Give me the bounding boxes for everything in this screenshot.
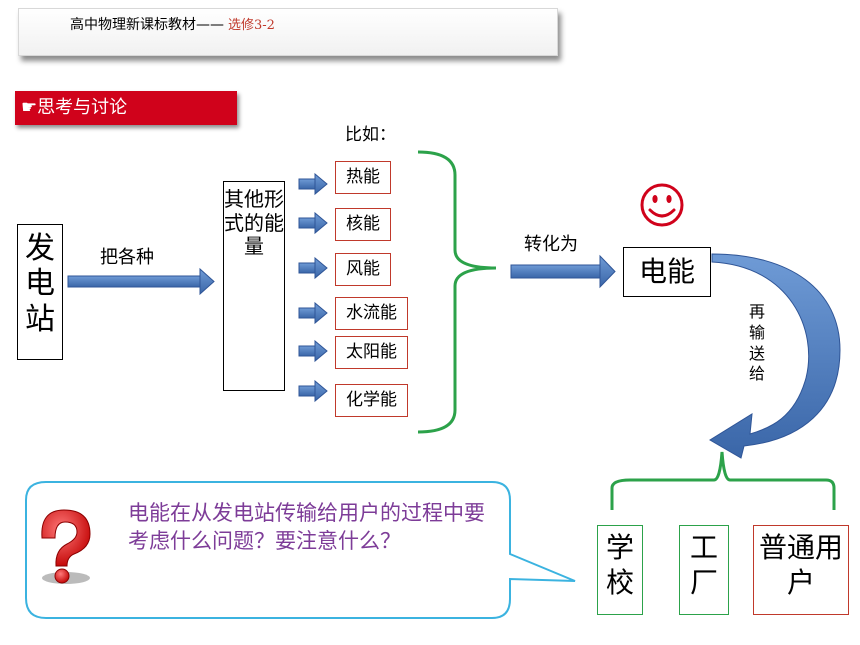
small-arrow-1: [298, 172, 328, 196]
green-brace: [417, 150, 497, 434]
energy-thermal: 热能: [335, 161, 391, 194]
discussion-label: ☛思考与讨论: [15, 91, 237, 125]
header-title: 高中物理新课标教材—— 选修3-2: [70, 14, 275, 34]
small-arrow-5: [298, 339, 328, 363]
example-label: 比如：: [345, 125, 396, 145]
electric-energy-box: 电能: [623, 247, 711, 297]
deliver-label: 再输送给: [748, 302, 765, 384]
energy-nuclear: 核能: [335, 208, 391, 241]
question-text: 电能在从发电站传输给用户的过程中要考虑什么问题？要注意什么？: [128, 501, 485, 554]
arrow-label-various: 把各种: [100, 247, 154, 268]
convert-label: 转化为: [524, 234, 578, 255]
destination-factory: 工厂: [679, 525, 729, 615]
energy-chemical: 化学能: [335, 384, 408, 417]
other-energy-forms-box: 其他形式的能量: [223, 181, 285, 391]
small-arrow-6: [298, 379, 328, 403]
question-mark-icon: [41, 509, 91, 584]
header-title-text: 高中物理新课标教材——: [70, 17, 224, 33]
header-banner: [18, 8, 558, 56]
green-brace-bottom: [610, 451, 836, 510]
power-station-box: 发电站: [17, 224, 63, 360]
small-arrows: [298, 172, 328, 403]
curved-arrow: [709, 253, 841, 459]
destination-user: 普通用户: [753, 525, 849, 615]
smiley-icon: [640, 183, 684, 227]
energy-hydro: 水流能: [335, 297, 408, 330]
energy-wind: 风能: [335, 253, 391, 286]
small-arrow-2: [298, 211, 328, 235]
arrow-to-electric: [510, 254, 616, 289]
header-subtitle: 选修3-2: [228, 18, 275, 33]
destination-school: 学校: [597, 525, 643, 615]
speech-bubble: [25, 481, 576, 619]
arrow-station-to-forms: [67, 267, 215, 296]
energy-solar: 太阳能: [335, 336, 408, 369]
small-arrow-4: [298, 301, 328, 325]
small-arrow-3: [298, 256, 328, 280]
